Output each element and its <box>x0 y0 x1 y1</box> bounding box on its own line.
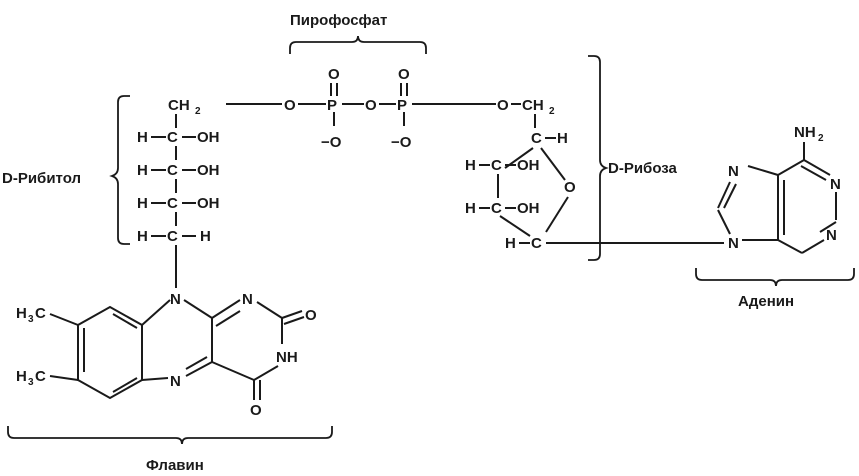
atom-oh-1: OH <box>197 129 220 146</box>
bond-c2-n3 <box>819 221 837 233</box>
atom-adenine-n3: N <box>826 227 837 244</box>
atom-methyl-1: H <box>16 305 27 322</box>
atom-ribose-ring-o: O <box>564 179 576 196</box>
atom-ribose-c3: C <box>491 157 502 174</box>
bond-c4a-n5-double <box>185 356 208 370</box>
bond-c4-o-ring <box>540 147 566 181</box>
bond-c2-c1-ribose <box>499 215 531 237</box>
atom-ribose-c4: C <box>531 130 542 147</box>
atom-adenine-n9: N <box>728 235 739 252</box>
atom-o-ester-1: O <box>284 97 296 114</box>
atom-flavin-n10: N <box>170 291 181 308</box>
bond-n3-c4 <box>801 239 825 254</box>
bond-c4-c4a <box>211 361 255 381</box>
label-ribose: D-Рибоза <box>608 160 678 177</box>
bond-c6-n1-double <box>800 165 827 181</box>
brace-flavin <box>7 426 333 445</box>
atom-oh-2: OH <box>197 162 220 179</box>
atom-o-minus-2: −O <box>391 134 412 151</box>
brace-pyrophosphate <box>289 35 427 54</box>
bond-n3-c4 <box>253 365 279 381</box>
bond-c5-c6 <box>777 159 805 176</box>
bond-o-c1-ribose <box>545 196 569 233</box>
atom-c-3: C <box>167 195 178 212</box>
atom-ribose-c1: C <box>531 235 542 252</box>
bond-n1-c2 <box>256 301 283 319</box>
bond-methyl-1 <box>49 313 79 326</box>
atom-adenine-n1: N <box>830 176 841 193</box>
atom-flavin-o4: O <box>250 402 262 419</box>
atom-h-1: H <box>137 129 148 146</box>
atom-o-bridge: O <box>365 97 377 114</box>
bond-c4a-n5 <box>185 361 213 377</box>
atom-h-2: H <box>137 162 148 179</box>
atom-ribose-ch2-sub: 2 <box>549 106 555 117</box>
atom-methyl-2-c: C <box>35 368 46 385</box>
atom-h-4a: H <box>137 228 148 245</box>
atom-flavin-n5: N <box>170 373 181 390</box>
atom-oh-3: OH <box>197 195 220 212</box>
bond-n7-c8-double <box>723 183 737 209</box>
atom-c-4: C <box>167 228 178 245</box>
atom-adenine-nh2-sub: 2 <box>818 133 824 144</box>
bond-c8-n9 <box>717 209 731 235</box>
atom-ribose-h2: H <box>465 200 476 217</box>
bond-benzene-double-3 <box>112 377 138 393</box>
atom-p-2: P <box>397 97 407 114</box>
atom-methyl-2-sub: 3 <box>28 377 34 388</box>
bond-n10-c10a <box>183 299 213 319</box>
bond-methyl-2 <box>49 375 79 381</box>
atom-ribose-oh3: OH <box>517 157 540 174</box>
bond-c2-o-double <box>283 316 305 325</box>
bond-c10a-n1-double <box>215 310 241 327</box>
bond-n7-c8 <box>717 181 731 209</box>
atom-ribose-h3: H <box>465 157 476 174</box>
atom-p-1: P <box>327 97 337 114</box>
atom-ribose-h1: H <box>505 235 516 252</box>
atom-c-1: C <box>167 129 178 146</box>
atom-flavin-n1: N <box>242 291 253 308</box>
atom-o-ribose-ester: O <box>497 97 509 114</box>
atom-flavin-o2: O <box>305 307 317 324</box>
atom-h-3: H <box>137 195 148 212</box>
bond-c2-o <box>281 310 303 319</box>
atom-ribose-oh2: OH <box>517 200 540 217</box>
brace-adenine <box>695 268 855 287</box>
bond-c9a-n10 <box>141 299 171 326</box>
atom-ribose-ch2: CH <box>522 97 544 114</box>
atom-adenine-n7: N <box>728 163 739 180</box>
bond-c10a-n1 <box>211 299 241 319</box>
label-ribitol: D-Рибитол <box>2 170 81 187</box>
atom-ribitol-ch2: CH <box>168 97 190 114</box>
atom-ribose-c2: C <box>491 200 502 217</box>
atom-o-minus-1: −O <box>321 134 342 151</box>
bond-c4-c5 <box>777 239 803 254</box>
ring-flavin-benzene <box>77 305 143 400</box>
atom-methyl-1-sub: 3 <box>28 314 34 325</box>
brace-ribose <box>588 55 609 261</box>
atom-adenine-nh2: NH <box>794 124 816 141</box>
atom-o-p2-top: O <box>398 66 410 83</box>
atom-h-4b: H <box>200 228 211 245</box>
bond-c5-n7 <box>747 165 779 176</box>
brace-ribitol <box>109 95 130 245</box>
atom-ribitol-ch2-sub: 2 <box>195 106 201 117</box>
label-flavin: Флавин <box>146 457 204 474</box>
label-adenine: Аденин <box>738 293 794 310</box>
atom-flavin-nh: NH <box>276 349 298 366</box>
atom-o-p1-top: O <box>328 66 340 83</box>
bond-n5-c5a <box>141 377 169 381</box>
atom-methyl-1-c: C <box>35 305 46 322</box>
atom-ribose-h4: H <box>557 130 568 147</box>
atom-methyl-2: H <box>16 368 27 385</box>
label-pyrophosphate: Пирофосфат <box>290 12 387 29</box>
atom-c-2: C <box>167 162 178 179</box>
bond-c6-n1 <box>803 159 831 176</box>
bond-benzene-double-2 <box>112 313 138 329</box>
